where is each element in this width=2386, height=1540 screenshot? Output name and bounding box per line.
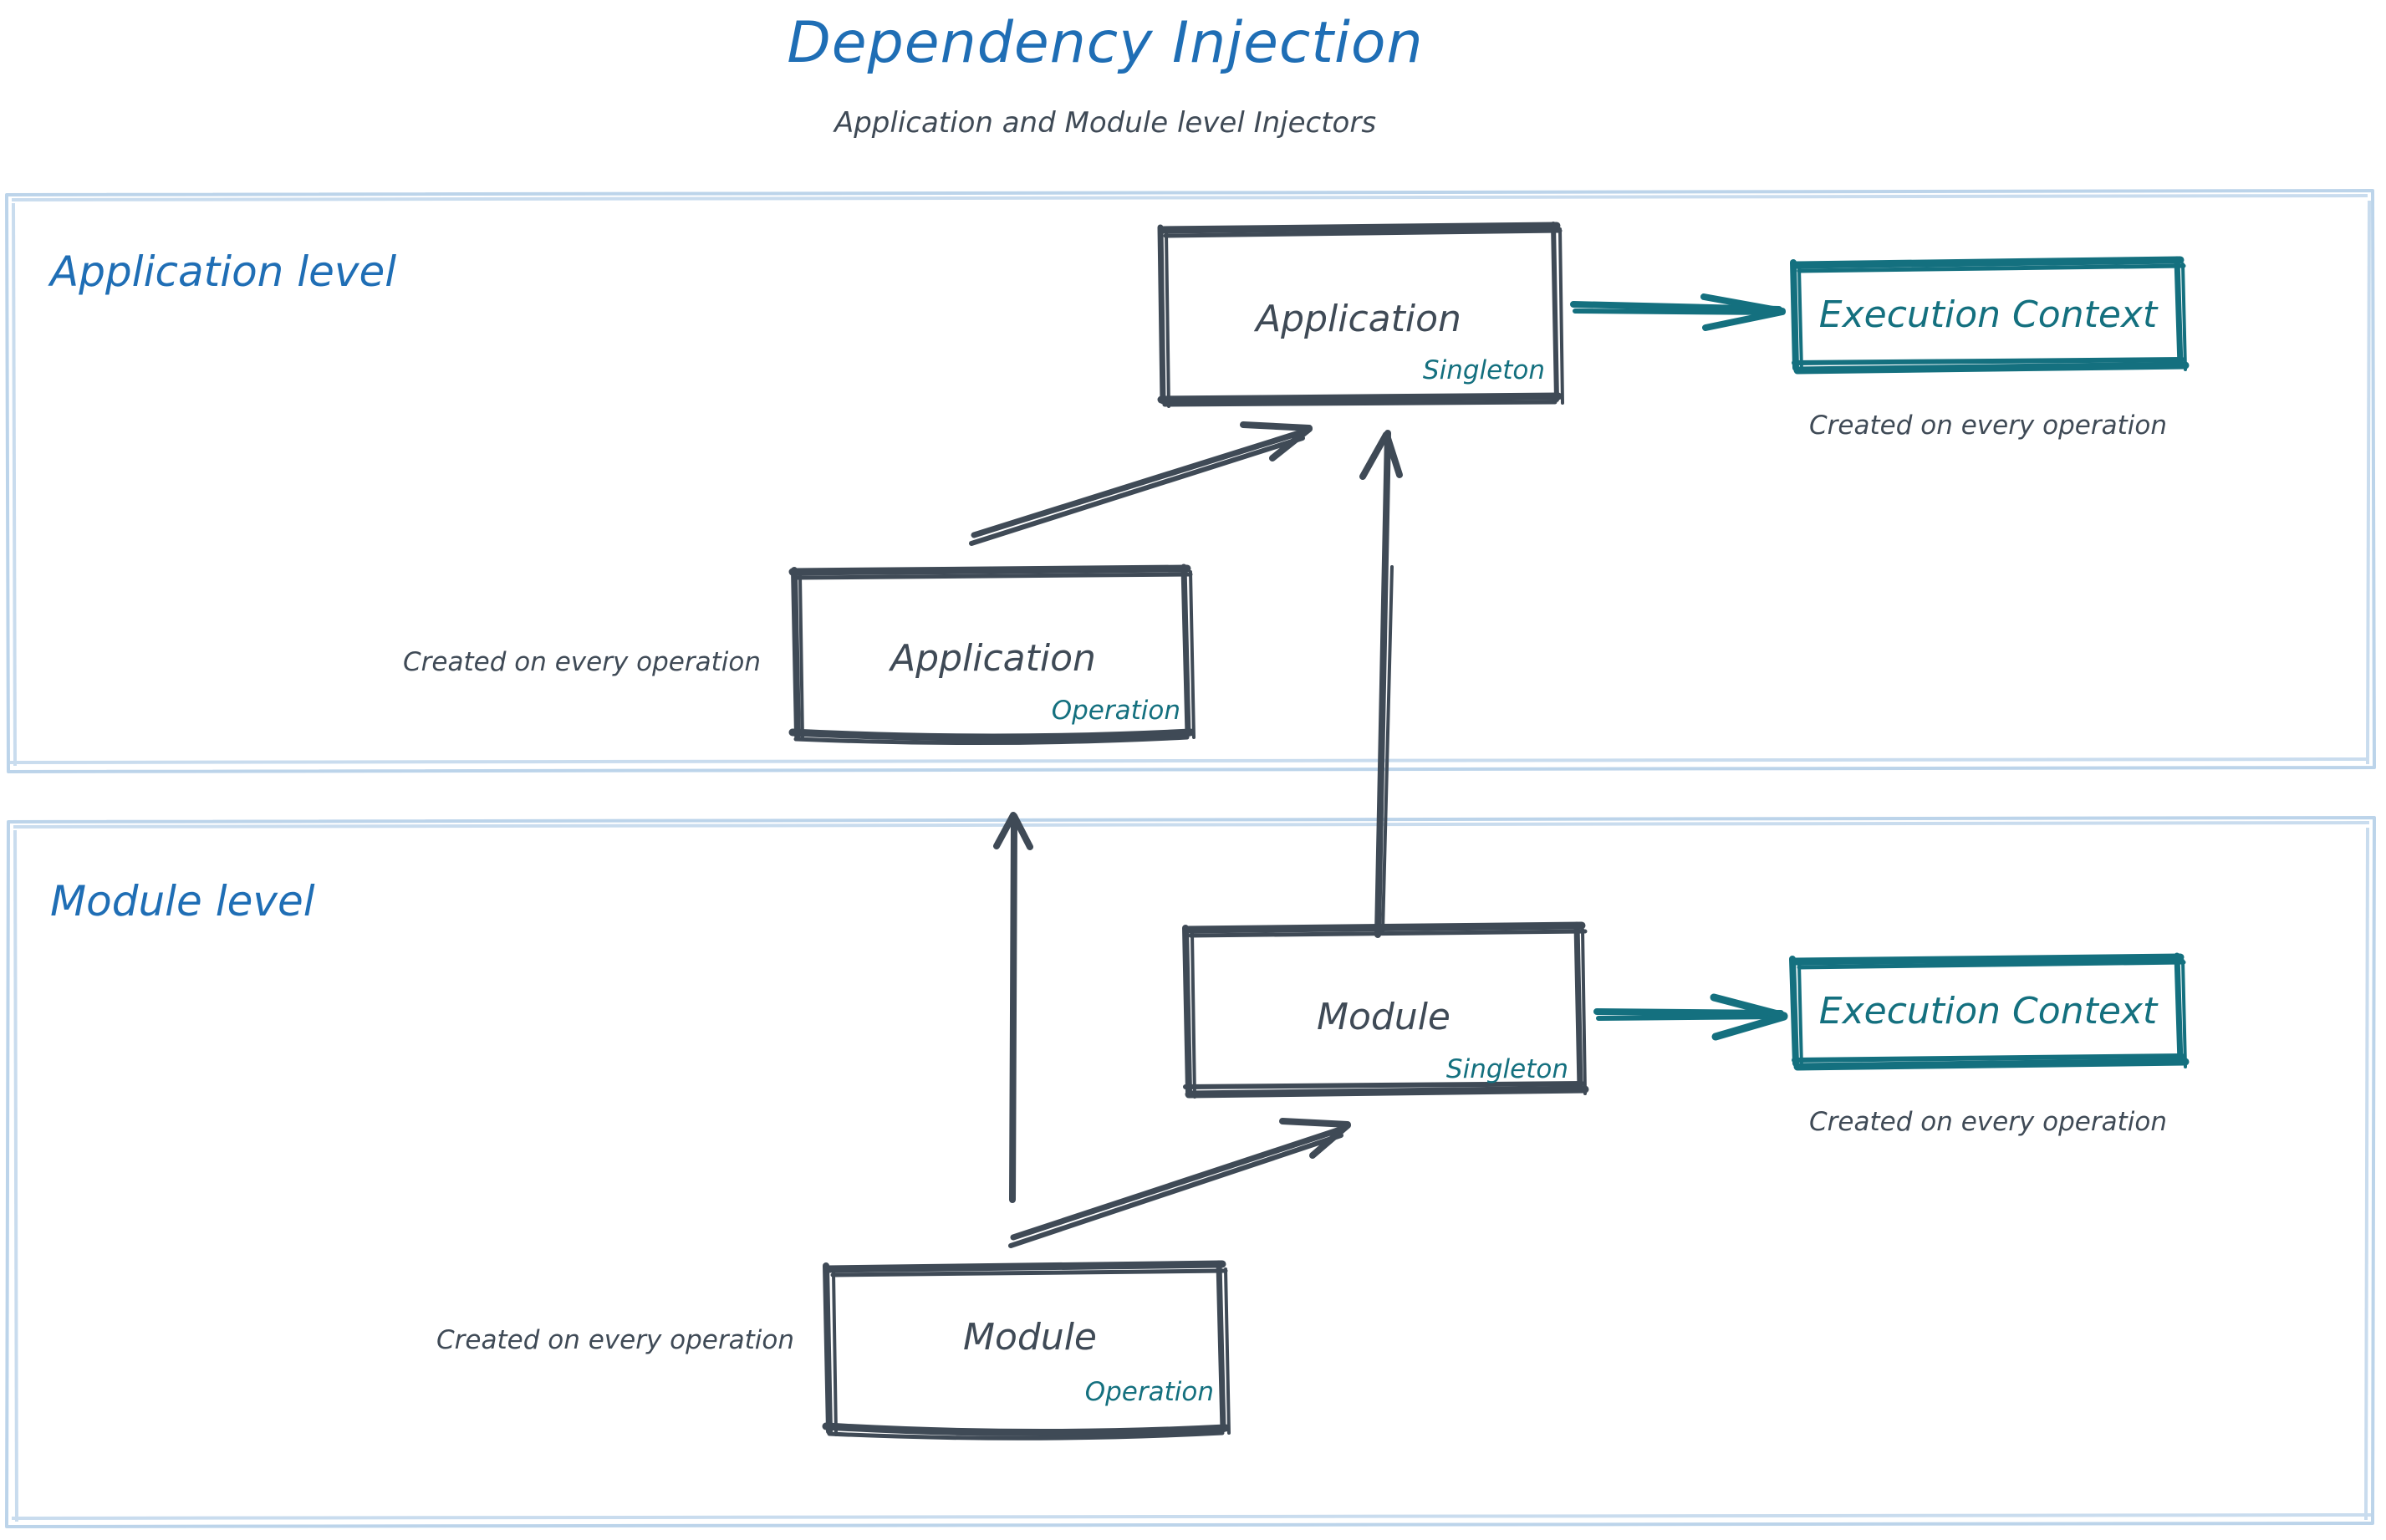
node-application-operation-scope: Operation <box>1051 696 1180 726</box>
arrow-application-to-execution-context <box>1570 293 1786 331</box>
note-module-operation: Created on every operation <box>436 1325 794 1355</box>
node-execution-context-app-box[interactable] <box>1790 256 2190 375</box>
node-application-singleton-title: Application <box>1256 298 1461 340</box>
arrow-module-operation-to-singleton <box>1008 1118 1351 1248</box>
node-module-singleton-scope: Singleton <box>1445 1054 1568 1084</box>
arrow-module-singleton-to-application-singleton <box>1359 430 1403 938</box>
node-execution-context-module-box[interactable] <box>1789 952 2190 1071</box>
page-title: Dependency Injection <box>787 10 1424 76</box>
page-subtitle: Application and Module level Injectors <box>834 106 1377 140</box>
node-module-operation-scope: Operation <box>1084 1377 1214 1407</box>
node-application-operation-title: Application <box>890 637 1096 680</box>
note-application-operation: Created on every operation <box>403 647 761 677</box>
zone-label-application-level: Application level <box>50 247 397 296</box>
node-module-operation-title: Module <box>963 1316 1097 1359</box>
zone-module-level-border <box>5 816 2376 1528</box>
node-application-operation-box[interactable] <box>788 563 1196 746</box>
node-module-singleton-box[interactable] <box>1182 921 1589 1099</box>
arrow-module-operation-to-application-operation <box>993 812 1033 1203</box>
zone-application-level-border <box>5 189 2376 773</box>
arrow-module-to-execution-context <box>1593 993 1788 1041</box>
arrow-application-operation-to-singleton <box>969 421 1313 546</box>
zone-label-module-level: Module level <box>50 877 315 926</box>
node-application-singleton-scope: Singleton <box>1422 355 1545 385</box>
node-module-operation-box[interactable] <box>822 1260 1231 1441</box>
node-execution-context-module-title: Execution Context <box>1818 990 2158 1033</box>
node-application-singleton-box[interactable] <box>1157 222 1564 408</box>
note-execution-context-module: Created on every operation <box>1809 1107 2167 1137</box>
node-execution-context-app-title: Execution Context <box>1818 293 2158 336</box>
node-module-singleton-title: Module <box>1317 996 1450 1038</box>
note-execution-context-app: Created on every operation <box>1809 410 2167 441</box>
